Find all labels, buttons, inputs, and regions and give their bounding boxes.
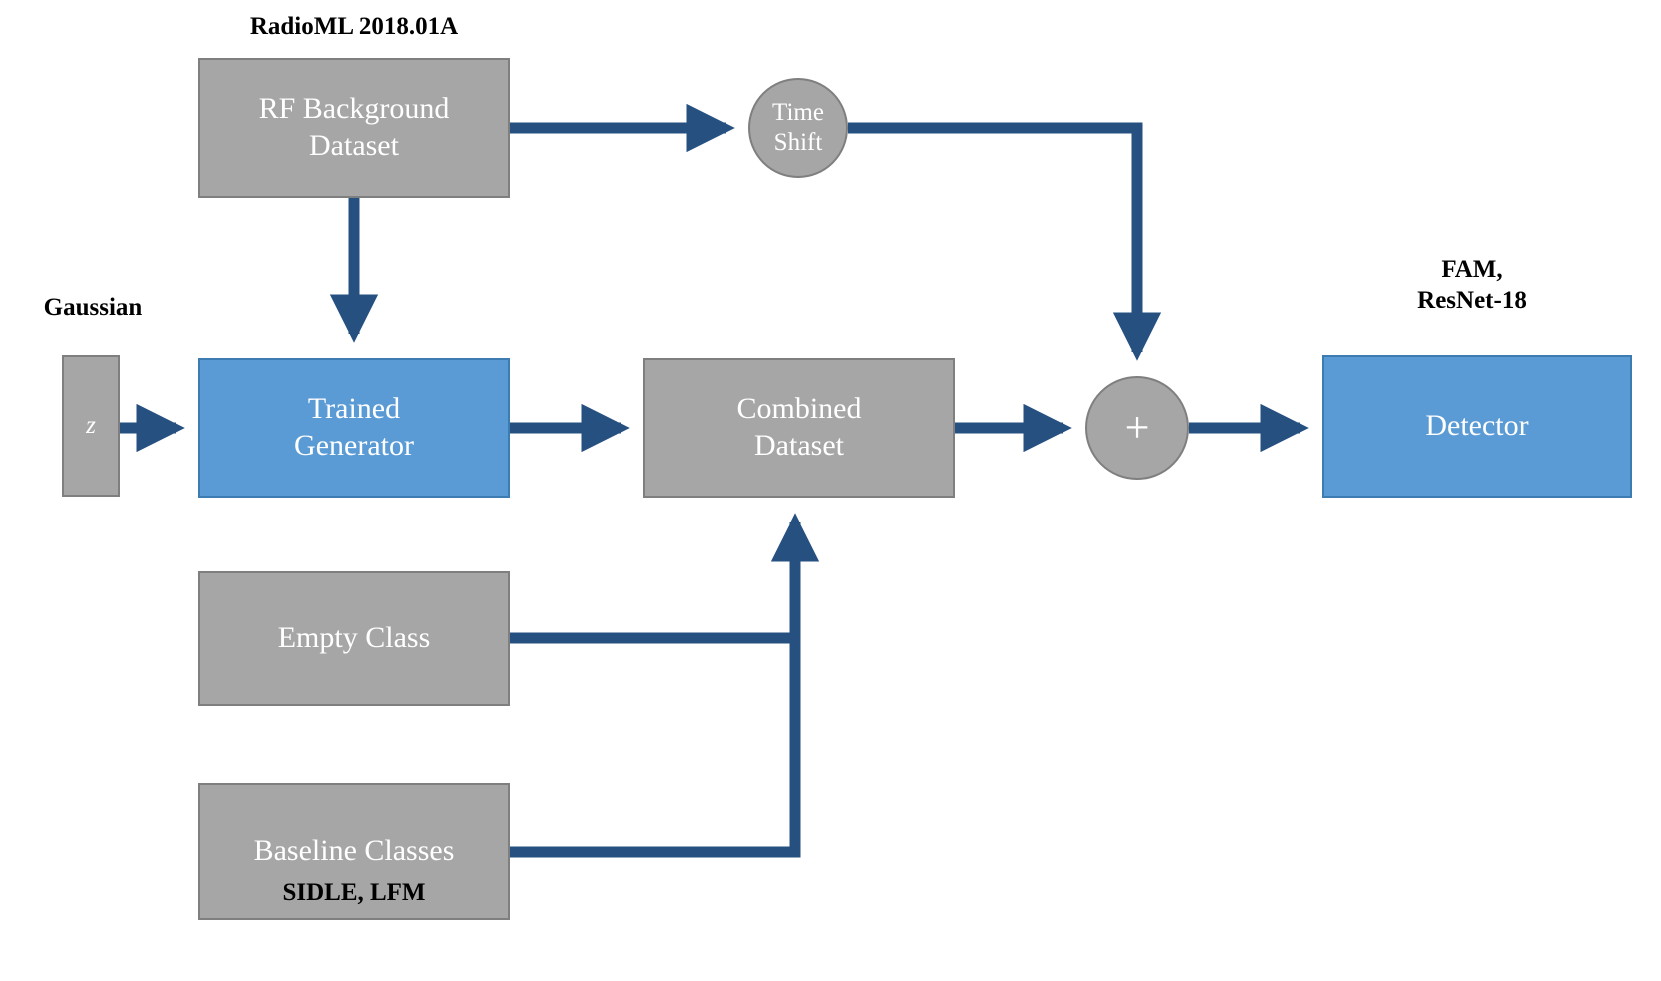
node-rf-background-dataset[interactable]: RF Background Dataset: [198, 58, 510, 198]
caption-fam-resnet: FAM, ResNet-18: [1417, 256, 1527, 314]
caption-radioml-dataset: RadioML 2018.01A: [249, 13, 459, 40]
node-adder-plus[interactable]: +: [1085, 376, 1189, 480]
caption-sidle-lfm: SIDLE, LFM: [282, 879, 426, 906]
edge-timeshift-to-adder: [848, 122, 1162, 361]
node-trained-generator[interactable]: Trained Generator: [198, 358, 510, 498]
node-baseline-classes[interactable]: Baseline Classes: [198, 783, 510, 920]
edge-baseline-to-combined: [510, 513, 820, 858]
node-time-shift[interactable]: Time Shift: [748, 78, 848, 178]
caption-gaussian: Gaussian: [43, 294, 143, 321]
node-detector[interactable]: Detector: [1322, 355, 1632, 498]
node-latent-vector-z[interactable]: z: [62, 355, 120, 497]
node-combined-dataset[interactable]: Combined Dataset: [643, 358, 955, 498]
node-empty-class[interactable]: Empty Class: [198, 571, 510, 706]
